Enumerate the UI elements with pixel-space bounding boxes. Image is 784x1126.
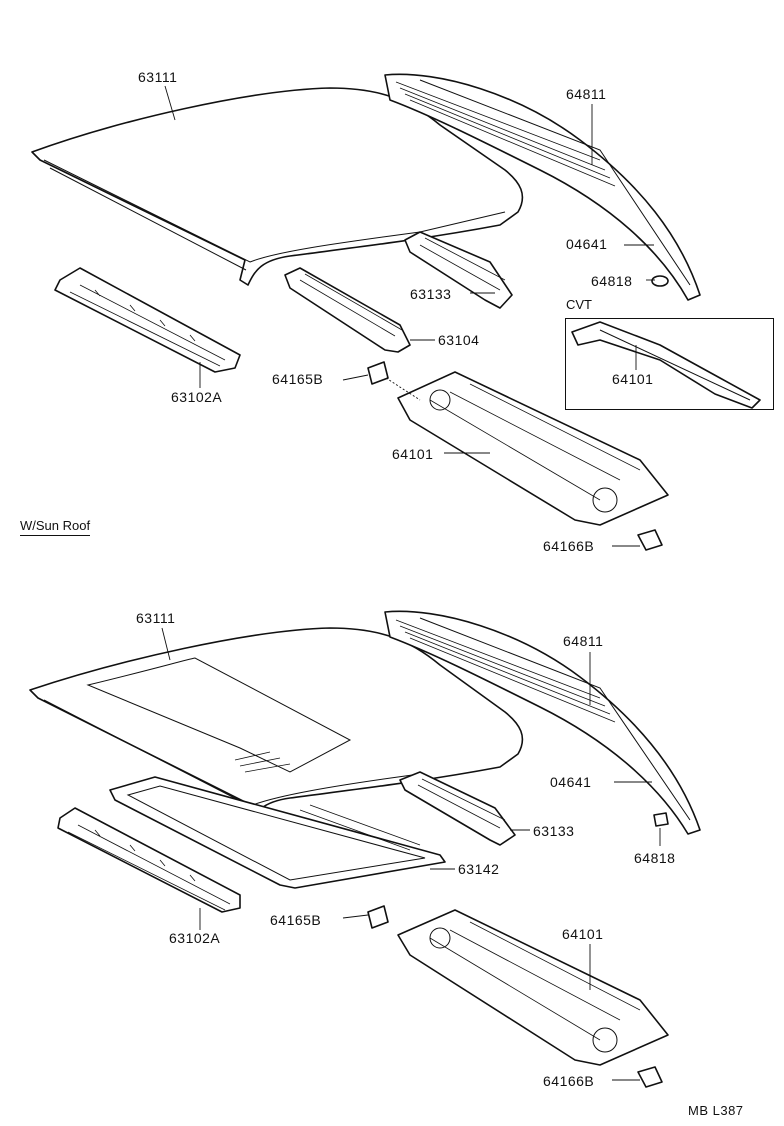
leaders-sunroof xyxy=(161,627,661,1081)
package-tray-64101-cvt xyxy=(571,321,761,409)
bracket-64165B-top xyxy=(367,361,421,401)
part-label-64818-top: 64818 xyxy=(591,273,633,289)
part-label-63111-sunroof: 63111 xyxy=(136,610,176,626)
part-label-64818-sunroof: 64818 xyxy=(634,850,676,866)
part-label-64811-top: 64811 xyxy=(566,86,607,102)
roof-header-panel-63102A-sunroof xyxy=(57,807,241,913)
part-label-64811-sunroof: 64811 xyxy=(563,633,604,649)
part-label-63133-sunroof: 63133 xyxy=(533,823,575,839)
part-label-64166B-sunroof: 64166B xyxy=(543,1073,595,1089)
part-label-63111-top: 63111 xyxy=(138,69,178,85)
part-label-64101-sunroof: 64101 xyxy=(562,926,604,942)
cvt-variant-box xyxy=(565,318,774,410)
part-label-64101-top: 64101 xyxy=(392,446,434,462)
leaders-top xyxy=(164,85,655,547)
part-label-64165B-top: 64165B xyxy=(272,371,324,387)
clip-64818-sunroof xyxy=(653,812,669,827)
roof-panel-63111-sunroof xyxy=(29,627,524,829)
clip-64818-top xyxy=(651,275,669,287)
roof-header-panel-63102A-top xyxy=(54,267,241,373)
package-tray-64101-top xyxy=(397,371,669,526)
roof-rail-63133-top xyxy=(404,231,513,309)
diagram-code: MB L387 xyxy=(688,1103,744,1118)
part-label-63104-top: 63104 xyxy=(438,332,480,348)
part-label-64166B-top: 64166B xyxy=(543,538,595,554)
part-label-63102A-sunroof: 63102A xyxy=(169,930,221,946)
back-window-glass-64811-top xyxy=(384,73,701,301)
sunroof-section-title: W/Sun Roof xyxy=(20,518,91,536)
cvt-title: CVT xyxy=(566,297,592,312)
back-window-glass-64811-sunroof xyxy=(384,610,701,835)
part-label-63133-top: 63133 xyxy=(410,286,452,302)
roof-rail-63133-sunroof xyxy=(399,771,516,846)
package-tray-64101-sunroof xyxy=(397,909,669,1066)
sunroof-frame-63142 xyxy=(109,776,446,889)
part-label-04641-top: 04641 xyxy=(566,236,608,252)
part-label-63102A-top: 63102A xyxy=(171,389,223,405)
cover-64166B-top xyxy=(637,529,663,551)
part-label-63142-sunroof: 63142 xyxy=(458,861,500,877)
part-label-64101-cvt: 64101 xyxy=(612,371,654,387)
part-label-04641-sunroof: 04641 xyxy=(550,774,592,790)
part-label-64165B-sunroof: 64165B xyxy=(270,912,322,928)
bracket-64165B-sunroof xyxy=(367,905,389,929)
roof-panel-63111-top xyxy=(31,87,524,286)
cover-64166B-sunroof xyxy=(637,1066,663,1088)
roof-rail-63104-top xyxy=(284,267,411,353)
